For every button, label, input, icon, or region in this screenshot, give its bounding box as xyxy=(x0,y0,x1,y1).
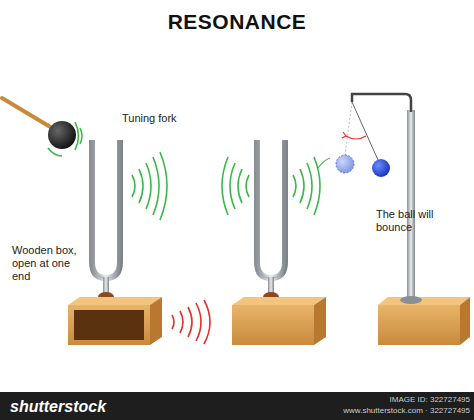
watermark-url: www.shutterstock.com · 322727495 xyxy=(270,406,470,416)
note-label: The ball will bounce xyxy=(376,208,454,234)
sound-waves xyxy=(48,122,320,220)
image-id: IMAGE ID: 322727495 xyxy=(300,395,470,405)
watermark: shutterstock xyxy=(10,397,160,416)
tuning-fork xyxy=(92,140,120,302)
tuning-fork xyxy=(257,140,285,302)
wooden-box xyxy=(232,297,326,345)
part-label: Wooden box, open at one end xyxy=(12,244,87,284)
mallet xyxy=(2,98,76,149)
part-label: Tuning fork xyxy=(122,112,222,125)
wooden-box xyxy=(68,297,162,345)
sound-waves xyxy=(172,300,210,344)
pendulum-stand xyxy=(318,94,470,345)
footer-bar xyxy=(0,392,474,420)
diagram-title: RESONANCE xyxy=(0,10,474,34)
